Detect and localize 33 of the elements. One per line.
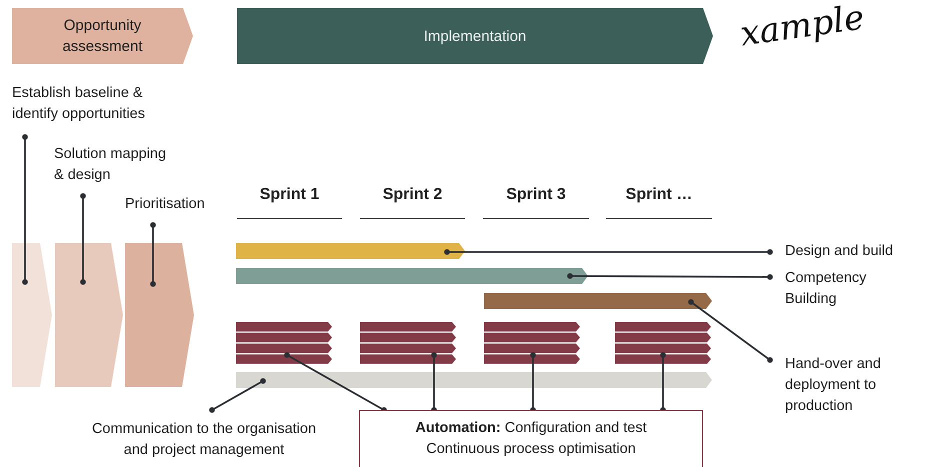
phase-chevron [12,8,193,64]
leader-line [22,134,28,285]
handwritten-text: xample [738,0,867,54]
phase-label: Opportunity assessment [61,16,144,57]
leader-line [209,378,266,413]
leader-line [688,299,773,363]
sprint-header: Sprint … [606,186,712,219]
stage-band [12,243,52,387]
stage-band [55,243,123,387]
phase-chevron [237,8,713,64]
leader-line [150,222,156,287]
sprint-header: Sprint 1 [237,186,342,219]
leader-line [567,273,773,280]
sprint-header: Sprint 3 [483,186,589,219]
note-box [359,410,703,467]
timeline-bar [236,268,588,284]
leader-line [431,352,437,413]
timeline-bar [236,243,465,259]
task-stack [360,322,456,364]
note-text: Automation: Configuration and test Continuous process optimisation [414,419,648,459]
leader-line [444,249,773,255]
leader-line [530,352,536,413]
stage-band [125,243,194,387]
task-stack [615,322,711,364]
task-stack [484,322,580,364]
timeline-bar [236,372,712,388]
leader-line [660,352,666,413]
task-stack [236,322,332,364]
sprint-header: Sprint 2 [360,186,465,219]
leader-line [80,193,86,285]
timeline-bar [484,293,712,309]
leader-line [284,352,387,413]
phase-label: Implementation [424,26,526,46]
